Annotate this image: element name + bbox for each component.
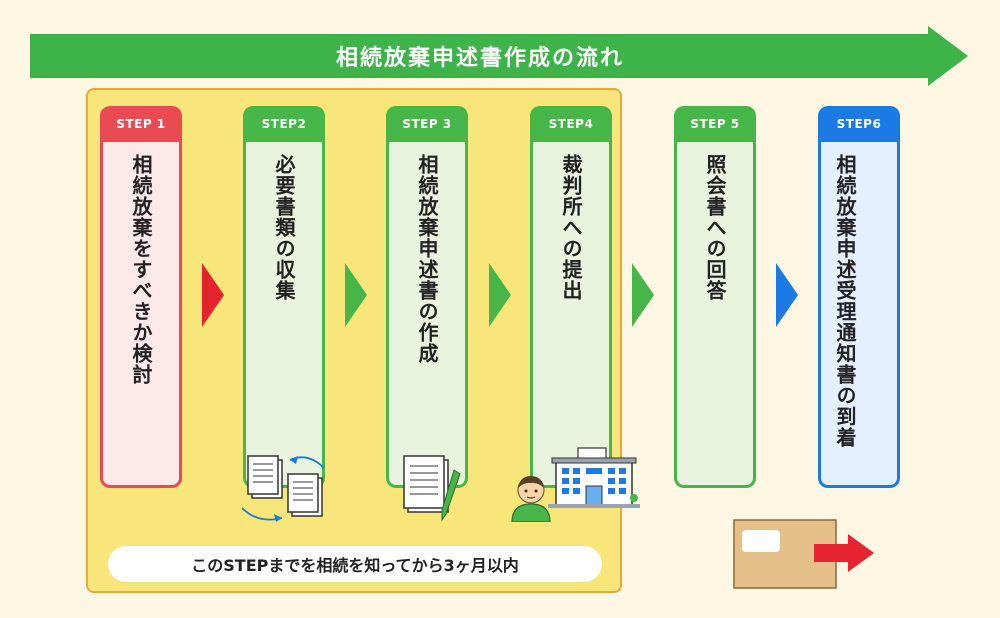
deadline-note: このSTEPまでを相続を知ってから3ヶ月以内 bbox=[108, 546, 602, 582]
step-text: 相続放棄申述書の作成 bbox=[415, 154, 439, 364]
arrow-right-icon bbox=[345, 263, 367, 327]
step-card-4: STEP4 裁判所への提出 bbox=[530, 106, 612, 488]
step-label: STEP6 bbox=[818, 106, 900, 142]
step-card-1: STEP 1 相続放棄をすべきか検討 bbox=[100, 106, 182, 488]
step-text: 相続放棄申述受理通知書の到着 bbox=[833, 154, 857, 448]
step-card-body bbox=[818, 136, 900, 488]
red-arrow-icon bbox=[814, 534, 874, 572]
step-card-body bbox=[530, 136, 612, 488]
step-text: 相続放棄をすべきか検討 bbox=[129, 154, 153, 385]
courthouse-icon bbox=[548, 447, 640, 508]
arrow-right-icon bbox=[776, 263, 798, 327]
arrow-right-icon bbox=[632, 263, 654, 327]
step-label: STEP 5 bbox=[674, 106, 756, 142]
step-card-body bbox=[243, 136, 325, 488]
step-label: STEP4 bbox=[530, 106, 612, 142]
arrow-right-icon bbox=[202, 263, 224, 327]
step-card-6: STEP6 相続放棄申述受理通知書の到着 bbox=[818, 106, 900, 488]
step-text: 裁判所への提出 bbox=[559, 154, 583, 301]
person-icon bbox=[511, 476, 551, 522]
step-text: 照会書への回答 bbox=[703, 154, 727, 301]
step-text: 必要書類の収集 bbox=[272, 154, 296, 301]
step-card-body bbox=[674, 136, 756, 488]
step-card-3: STEP 3 相続放棄申述書の作成 bbox=[386, 106, 468, 488]
page-title: 相続放棄申述書作成の流れ bbox=[335, 46, 624, 71]
step-label: STEP 1 bbox=[100, 106, 182, 142]
flow-banner-arrow bbox=[30, 26, 968, 86]
step-label: STEP 3 bbox=[386, 106, 468, 142]
step-label: STEP2 bbox=[243, 106, 325, 142]
document-pen-icon bbox=[403, 455, 461, 522]
step-card-5: STEP 5 照会書への回答 bbox=[674, 106, 756, 488]
arrow-right-icon bbox=[489, 263, 511, 327]
step-card-2: STEP2 必要書類の収集 bbox=[243, 106, 325, 488]
step-card-body bbox=[100, 136, 182, 488]
documents-exchange-icon bbox=[241, 455, 325, 522]
